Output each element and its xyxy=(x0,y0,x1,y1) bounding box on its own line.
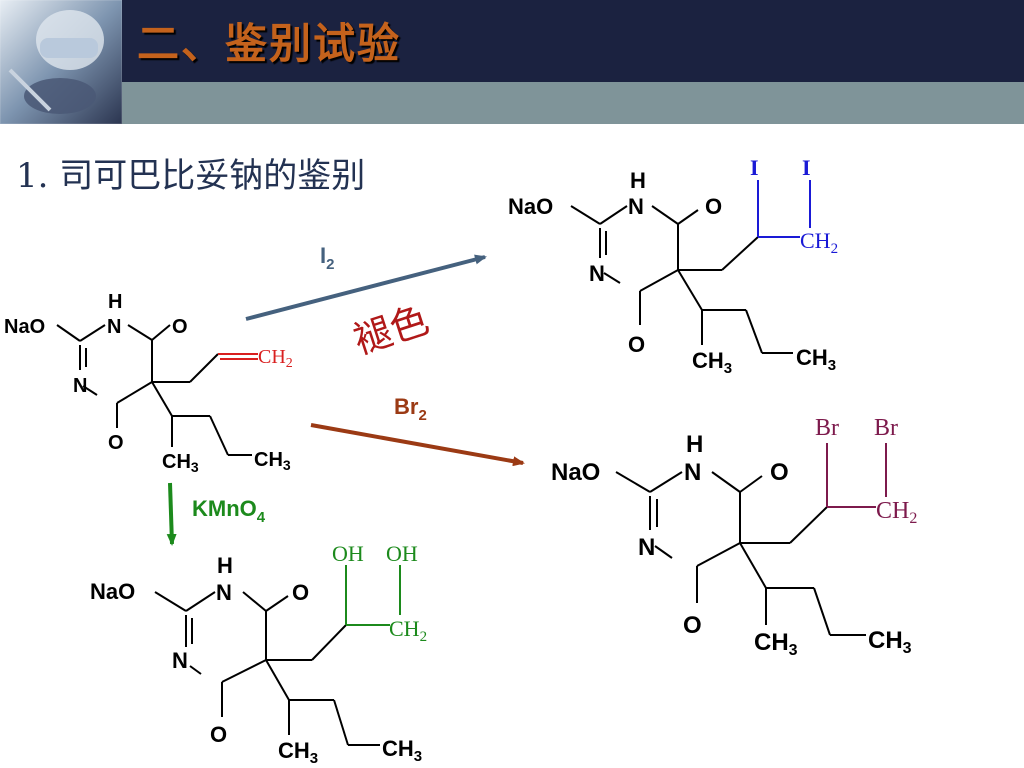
arrow-kmno4 xyxy=(166,482,177,546)
atom-o: O xyxy=(108,432,124,454)
atom-o: O xyxy=(210,722,227,747)
atom-n: N xyxy=(107,316,121,338)
atom-nao: NaO xyxy=(90,579,135,604)
atom-nao: NaO xyxy=(551,459,600,486)
atom-ch3: CH3 xyxy=(382,736,422,765)
atom-nao: NaO xyxy=(508,194,553,219)
atom-ch3: CH3 xyxy=(754,629,798,659)
atom-h: H xyxy=(108,291,122,313)
atom-ch3: CH3 xyxy=(868,627,912,657)
atom-n: N xyxy=(216,580,232,605)
arrow-i2 xyxy=(245,254,487,321)
atom-ch3: CH3 xyxy=(278,738,318,767)
atom-n: N xyxy=(638,534,655,561)
atom-ch3: CH3 xyxy=(692,348,732,377)
atom-o: O xyxy=(770,459,789,486)
atom-o: O xyxy=(705,194,722,219)
atom-n: N xyxy=(684,459,701,486)
reagent-i2: I2 xyxy=(320,243,334,273)
reagent-kmno4: KMnO4 xyxy=(192,496,266,526)
atom-o: O xyxy=(683,612,702,639)
atom-bromine: Br xyxy=(874,415,898,441)
observation-decolorized: 褪色 xyxy=(348,297,434,362)
atom-n: N xyxy=(73,375,87,397)
atom-n: N xyxy=(589,261,605,286)
atom-n: N xyxy=(172,648,188,673)
atom-ch2: CH2 xyxy=(876,498,917,527)
atom-o: O xyxy=(172,316,188,338)
molecule-iodine-product: NaO N H O N O CH3 CH3 I I CH2 xyxy=(508,155,838,377)
reaction-diagram: NaO N H O N O CH2 CH3 CH3 I2 褪色 xyxy=(4,155,917,767)
slide-header xyxy=(0,0,1024,82)
atom-nao: NaO xyxy=(4,316,45,338)
header-band xyxy=(0,82,1024,124)
slide-title: 二、鉴别试验 xyxy=(137,19,402,68)
atom-iodine: I xyxy=(802,155,811,180)
molecule-secobarbital: NaO N H O N O CH2 CH3 CH3 xyxy=(4,291,293,475)
molecule-bromine-product: NaO N H O N O CH3 CH3 Br Br CH2 xyxy=(551,415,917,659)
atom-o: O xyxy=(628,332,645,357)
atom-ch2: CH2 xyxy=(389,616,427,645)
section-heading: 1. 司可巴比妥钠的鉴别 xyxy=(16,156,366,196)
atom-ch2: CH2 xyxy=(800,228,838,257)
atom-n: N xyxy=(628,194,644,219)
atom-ch3: CH3 xyxy=(796,345,836,374)
atom-ch3: CH3 xyxy=(254,449,291,473)
atom-bromine: Br xyxy=(815,415,839,441)
atom-hydroxyl: OH xyxy=(386,541,418,566)
arrow-br2 xyxy=(310,423,525,467)
atom-hydroxyl: OH xyxy=(332,541,364,566)
header-photo xyxy=(0,0,122,124)
atom-ch2: CH2 xyxy=(258,346,293,371)
molecule-kmno4-product: NaO N H O N O CH3 CH3 OH OH CH2 xyxy=(90,541,427,767)
atom-h: H xyxy=(217,553,233,578)
atom-ch3: CH3 xyxy=(162,451,199,475)
atom-iodine: I xyxy=(750,155,759,180)
atom-h: H xyxy=(686,431,703,458)
reagent-br2: Br2 xyxy=(394,394,427,424)
atom-h: H xyxy=(630,168,646,193)
atom-o: O xyxy=(292,580,309,605)
